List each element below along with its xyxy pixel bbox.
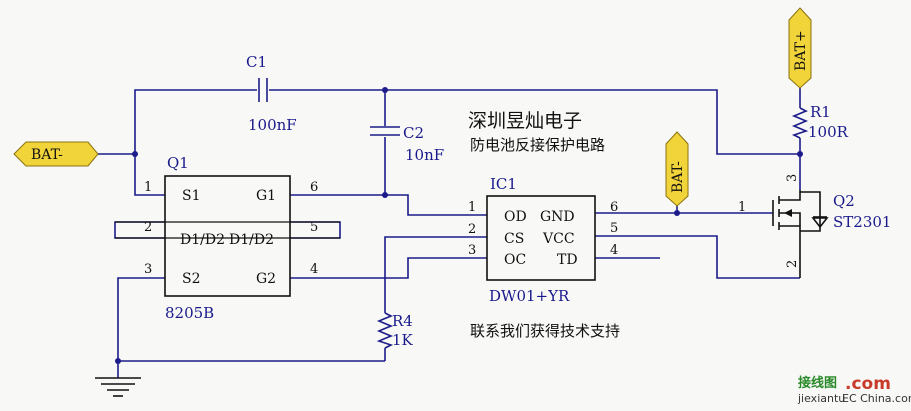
wire-c1-right-top	[269, 89, 800, 155]
junction-dot	[115, 358, 121, 364]
ic1-pin-cs: CS	[504, 231, 524, 247]
q2-drain	[779, 190, 801, 201]
ic1-pin-td: TD	[557, 252, 578, 268]
ic1-pin-oc: OC	[504, 252, 526, 268]
watermark-brand: .com	[845, 374, 891, 394]
port-bat-minus-mid-label: BAT-	[670, 161, 686, 193]
port-bat-plus: BAT+	[788, 7, 812, 89]
ic1-pin-vcc: VCC	[542, 231, 575, 247]
q2-ref: Q2	[833, 192, 855, 210]
q1-pin-num-4: 4	[310, 262, 318, 277]
r1-zigzag	[791, 107, 809, 139]
q2-diode-triangle	[811, 217, 829, 229]
wire-s1	[134, 154, 165, 196]
q1-pin-g1: G1	[256, 188, 276, 204]
q1-pin-num-5: 5	[310, 220, 318, 235]
ic-ic1: IC1 DW01+YR OD GND CS VCC OC TD 1 2 3 4 …	[468, 175, 618, 305]
port-bat-minus-mid: BAT-	[665, 131, 689, 207]
q2-pin-num-2: 2	[785, 260, 800, 268]
wire-s2	[117, 277, 165, 361]
ic1-pin-num-1: 1	[468, 200, 476, 215]
watermark-cn: 接线图	[798, 375, 837, 391]
r1-ref: R1	[810, 103, 831, 121]
ic1-pin-od: OD	[504, 209, 527, 225]
watermark-url: jiexiantu	[797, 392, 845, 405]
mosfet-q1: Q1 8205B S1 G1 D1/D2 D1/D2 S2 G2 1 2 3 4…	[115, 154, 340, 322]
ic1-ref: IC1	[490, 175, 517, 193]
watermark-site: EC China.com	[842, 392, 911, 405]
capacitor-c2: C2 10nF	[370, 124, 444, 164]
junction-dot	[797, 151, 803, 157]
wire-g1-od	[290, 194, 487, 216]
q1-pin-s2: S2	[182, 271, 201, 287]
ic1-pin-num-4: 4	[610, 243, 618, 258]
c2-value: 10nF	[405, 146, 444, 164]
resistor-r4: R4 1K	[376, 312, 414, 349]
capacitor-c1: C1 100nF	[246, 53, 297, 134]
q1-pin-num-1: 1	[144, 180, 152, 195]
q1-pin-num-3: 3	[144, 262, 152, 277]
ground-symbol	[95, 377, 141, 397]
junctions	[115, 87, 803, 364]
port-bat-minus-mid-shape	[665, 131, 689, 207]
q1-pin-s1: S1	[182, 188, 201, 204]
q1-body	[164, 175, 291, 297]
q2-diode-wire	[800, 191, 821, 232]
mosfet-q2: Q2 ST2301 1 2 3	[738, 174, 891, 278]
c2-ref: C2	[403, 124, 424, 142]
port-bat-plus-label: BAT+	[793, 30, 809, 71]
wire-d1d2-left	[114, 221, 165, 239]
company-label: 深圳昱灿电子	[468, 110, 582, 132]
ic1-body	[486, 195, 596, 281]
contact-note: 联系我们获得技术支持	[470, 322, 620, 340]
q2-arrow	[784, 209, 792, 217]
q2-pin-num-1: 1	[738, 200, 746, 215]
q1-pin-d1d2-b: D1/D2	[229, 232, 274, 248]
port-bat-plus-shape	[788, 7, 812, 89]
wire-c1-left	[134, 89, 257, 154]
port-bat-minus-left-label: BAT-	[31, 147, 63, 163]
q1-pin-g2: G2	[256, 271, 276, 287]
r4-ref: R4	[392, 312, 413, 330]
junction-dot	[382, 87, 388, 93]
junction-dot	[132, 151, 138, 157]
ic1-pin-num-2: 2	[468, 222, 476, 237]
port-bat-minus-left-shape	[13, 141, 99, 167]
c1-ref: C1	[246, 53, 267, 71]
resistor-r1: R1 100R	[791, 103, 849, 141]
q2-pin-num-3: 3	[785, 174, 800, 182]
ic1-part: DW01+YR	[489, 287, 570, 305]
ic1-pin-gnd: GND	[540, 209, 575, 225]
q1-pin-d1d2-a: D1/D2	[180, 232, 225, 248]
junction-dot	[674, 210, 680, 216]
wire-vcc	[595, 235, 800, 279]
r4-zigzag	[376, 312, 394, 349]
ic1-pin-num-3: 3	[468, 243, 476, 258]
q1-part: 8205B	[165, 304, 214, 322]
wire-g2-oc	[290, 257, 487, 279]
wire-r4-cs	[384, 236, 487, 313]
q1-ref: Q1	[167, 154, 189, 172]
r4-value: 1K	[392, 331, 414, 349]
r1-value: 100R	[808, 123, 849, 141]
port-bat-minus-left: BAT-	[13, 141, 99, 167]
c1-value: 100nF	[248, 116, 297, 134]
q2-source	[779, 225, 801, 278]
q1-pin-num-2: 2	[144, 220, 152, 235]
ic1-pin-num-5: 5	[610, 221, 618, 236]
junction-dot	[382, 192, 388, 198]
circuit-title: 防电池反接保护电路	[470, 136, 605, 154]
q2-part: ST2301	[833, 213, 891, 231]
ic1-pin-num-6: 6	[610, 200, 618, 215]
q1-pin-num-6: 6	[310, 180, 318, 195]
watermark: 接线图 .com jiexiantu EC China.com	[797, 374, 911, 405]
